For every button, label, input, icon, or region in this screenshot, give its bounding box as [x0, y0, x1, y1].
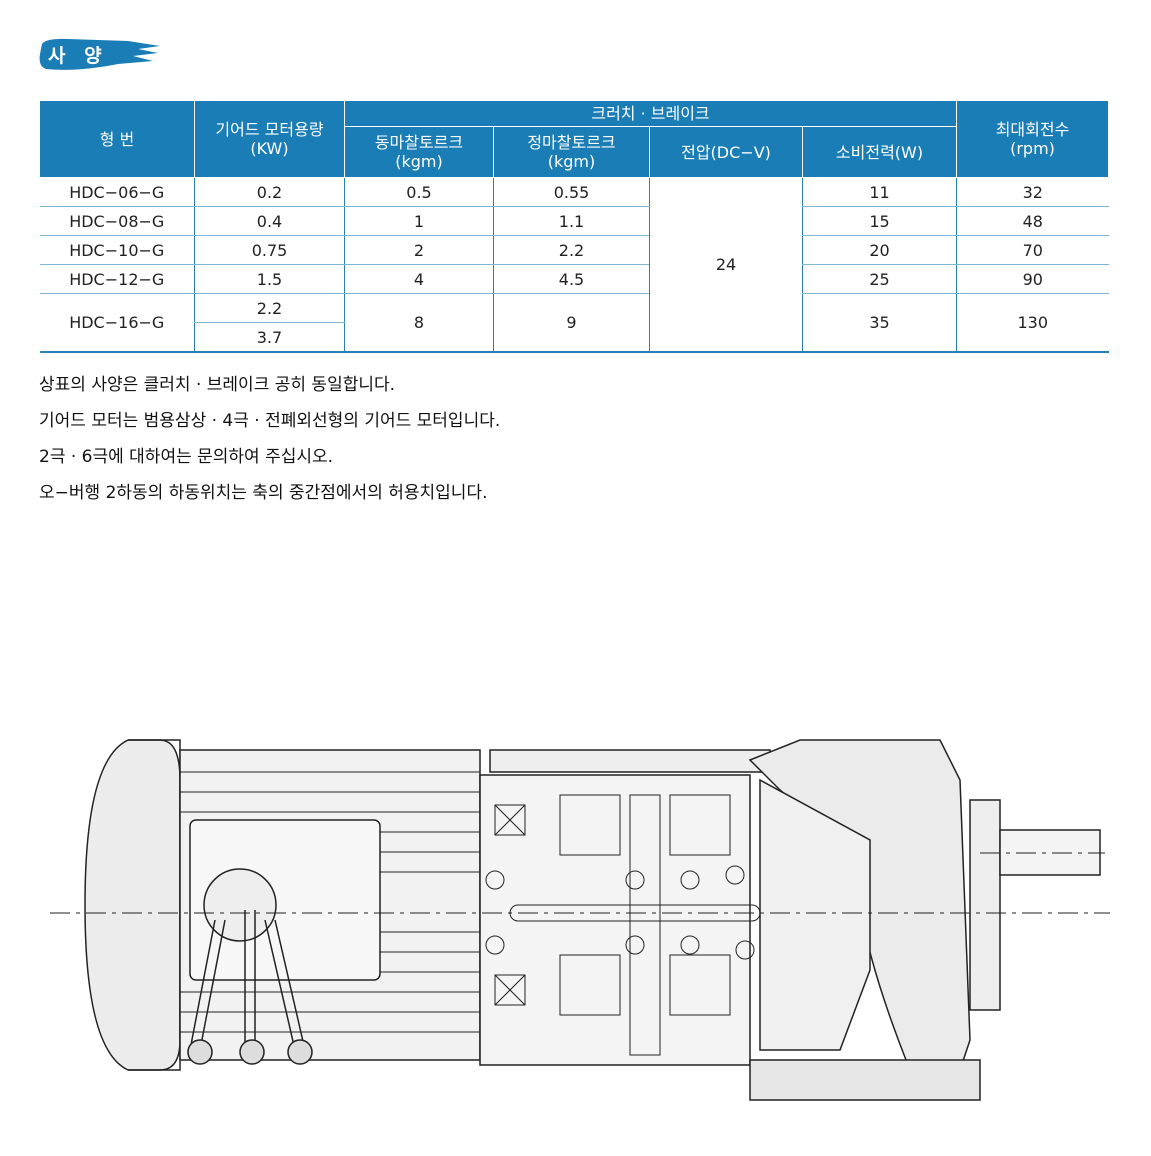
cell-model: HDC−10−G — [39, 235, 195, 265]
cell-stat: 9 — [493, 293, 650, 353]
cell-model: HDC−08−G — [39, 206, 195, 236]
cell-kw: 2.2 — [194, 293, 345, 323]
cell-power: 20 — [802, 235, 957, 265]
cell-stat: 4.5 — [493, 264, 650, 294]
cell-dyn: 4 — [344, 264, 494, 294]
cell-power: 35 — [802, 293, 957, 353]
cell-kw: 1.5 — [194, 264, 345, 294]
cell-power: 15 — [802, 206, 957, 236]
header-power: 소비전력(W) — [802, 126, 957, 178]
note: 상표의 사양은 클러치 · 브레이크 공히 동일합니다. — [39, 375, 396, 395]
header-voltage: 전압(DC−V) — [649, 126, 803, 178]
header-clutch-brake: 크러치 · 브레이크 — [344, 100, 957, 127]
cell-rpm: 130 — [956, 293, 1109, 353]
note: 오−버행 2하동의 하동위치는 축의 중간점에서의 허용치입니다. — [39, 483, 488, 503]
cell-rpm: 90 — [956, 264, 1109, 294]
cell-power: 11 — [802, 177, 957, 207]
cell-dyn: 1 — [344, 206, 494, 236]
header-rpm: 최대회전수(rpm) — [956, 100, 1109, 178]
cell-dyn: 0.5 — [344, 177, 494, 207]
cell-power: 25 — [802, 264, 957, 294]
cell-dyn: 8 — [344, 293, 494, 353]
cell-rpm: 48 — [956, 206, 1109, 236]
cell-kw: 0.4 — [194, 206, 345, 236]
section-title: 사 양 — [48, 45, 108, 67]
cell-stat: 1.1 — [493, 206, 650, 236]
cell-rpm: 32 — [956, 177, 1109, 207]
notes: 상표의 사양은 클러치 · 브레이크 공히 동일합니다. 기어드 모터는 범용삼… — [39, 372, 500, 516]
header-dynamic-torque: 동마찰토르크(kgm) — [344, 126, 494, 178]
cell-model: HDC−06−G — [39, 177, 195, 207]
cell-rpm: 70 — [956, 235, 1109, 265]
note: 기어드 모터는 범용삼상 · 4극 · 전폐외선형의 기어드 모터입니다. — [39, 411, 501, 431]
cell-voltage: 24 — [649, 177, 803, 353]
cell-stat: 0.55 — [493, 177, 650, 207]
motor-cross-section-drawing — [50, 739, 1110, 1101]
spec-table: 형 번 기어드 모터용량(KW) 크러치 · 브레이크 최대회전수(rpm) 동… — [39, 100, 1109, 353]
cell-kw: 0.2 — [194, 177, 345, 207]
table-row: 3.7 — [40, 322, 1109, 353]
cell-model: HDC−12−G — [39, 264, 195, 294]
cell-kw: 0.75 — [194, 235, 345, 265]
cell-stat: 2.2 — [493, 235, 650, 265]
cell-model: HDC−16−G — [39, 293, 195, 353]
header-capacity: 기어드 모터용량(KW) — [194, 100, 345, 178]
header-model: 형 번 — [39, 100, 195, 178]
header-static-torque: 정마찰토르크(kgm) — [493, 126, 650, 178]
section-title-badge: 사 양 — [38, 36, 163, 72]
note: 2극 · 6극에 대하여는 문의하여 주십시오. — [39, 447, 334, 467]
cell-kw: 3.7 — [194, 322, 345, 353]
cell-dyn: 2 — [344, 235, 494, 265]
brush-stroke-icon — [39, 38, 160, 70]
